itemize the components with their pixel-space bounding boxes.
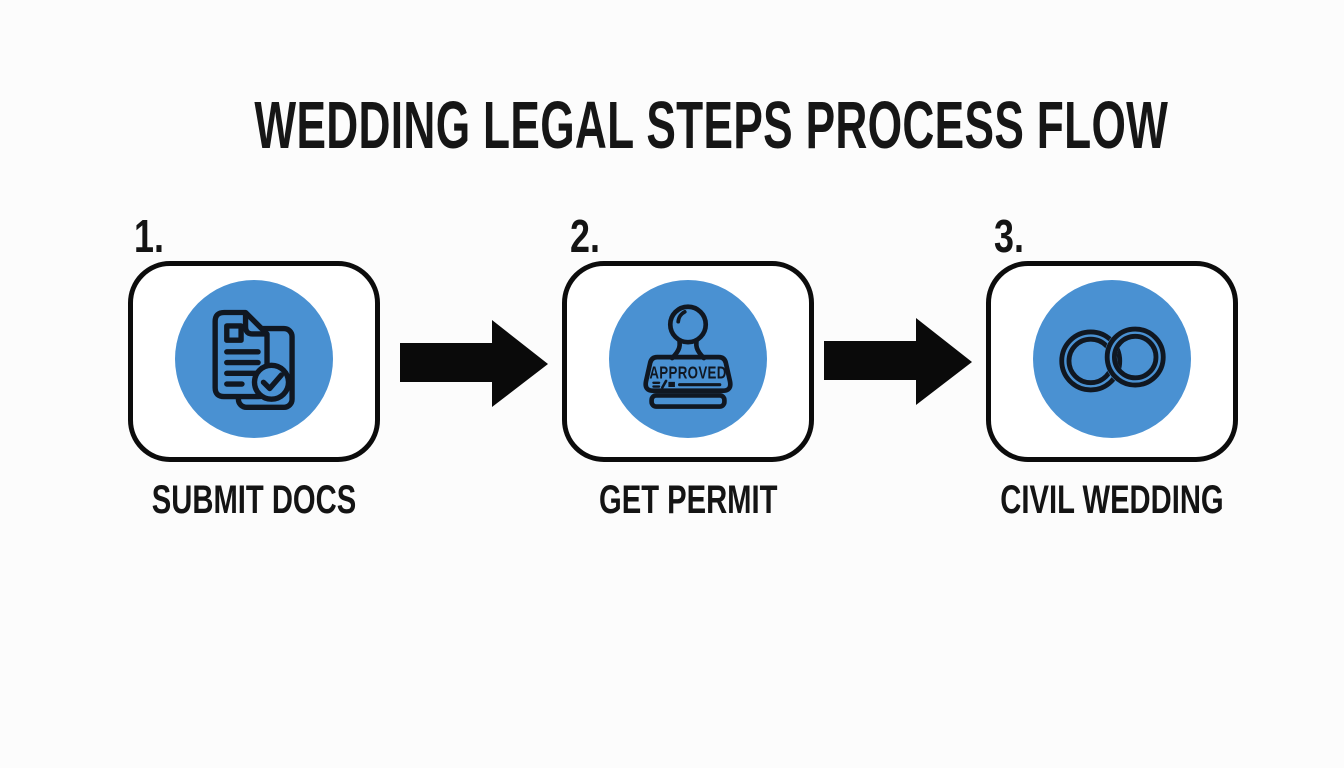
approval-stamp-icon: APPROVED — [632, 303, 744, 415]
step-2-label: GET PERMIT — [598, 478, 778, 522]
flow-arrow-icon-2 — [824, 318, 972, 405]
documents-check-icon — [208, 307, 301, 411]
step-1-box — [128, 261, 380, 462]
page-title-text: WEDDING LEGAL STEPS PROCESS FLOW — [254, 88, 1169, 163]
step-3-label: CIVIL WEDDING — [1000, 478, 1224, 522]
wedding-rings-icon — [1054, 320, 1170, 398]
step-3-icon-badge — [1033, 279, 1191, 438]
step-2-icon-badge: APPROVED — [609, 279, 767, 438]
step-2-number: 2. — [570, 210, 600, 262]
flow-arrow-icon-1 — [400, 320, 548, 407]
step-1-number: 1. — [134, 210, 164, 262]
step-1-label: SUBMIT DOCS — [151, 478, 357, 522]
page-title: WEDDING LEGAL STEPS PROCESS FLOW — [0, 92, 1344, 159]
step-3-box — [986, 261, 1238, 462]
stamp-approved-text: APPROVED — [649, 363, 726, 382]
step-1-icon-badge — [175, 279, 333, 438]
step-3-number: 3. — [994, 210, 1024, 262]
step-2-box: APPROVED — [562, 261, 814, 462]
